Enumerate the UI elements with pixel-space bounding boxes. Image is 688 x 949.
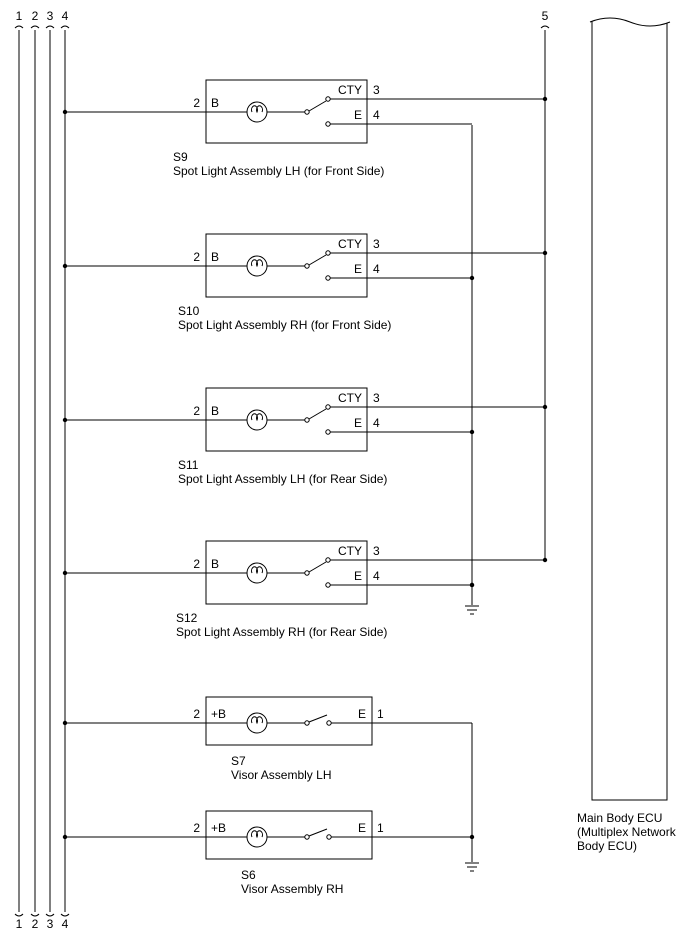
pin-cty-label: CTY — [338, 391, 362, 405]
main-body-ecu: Main Body ECU (Multiplex Network Body EC… — [577, 10, 677, 853]
pin-e-label: E — [354, 569, 362, 583]
lamp-icon — [246, 562, 268, 584]
bus-label-5-top: 5 — [542, 9, 549, 23]
connector-code: S7 — [231, 754, 246, 768]
pin-e-number: 4 — [373, 108, 380, 122]
lamp-icon — [246, 826, 268, 848]
bus-labels-bottom: 1 2 3 4 — [16, 917, 69, 931]
ecu-label-line3: Body ECU) — [577, 839, 637, 853]
ecu-label-line1: Main Body ECU — [577, 811, 662, 825]
pin-e-number: 4 — [373, 416, 380, 430]
component-name: Visor Assembly RH — [241, 882, 343, 896]
pin-b-label: +B — [211, 821, 226, 835]
component-name: Spot Light Assembly LH (for Front Side) — [173, 164, 384, 178]
left-bus-wires — [18, 30, 66, 912]
pin-e-label: E — [358, 707, 366, 721]
pin-b-label: B — [211, 250, 219, 264]
pin-e-label: E — [354, 416, 362, 430]
component-name: Spot Light Assembly RH (for Rear Side) — [176, 625, 387, 639]
pin-e-number: 1 — [377, 707, 384, 721]
pin-b-label: B — [211, 96, 219, 110]
component-name: Spot Light Assembly RH (for Front Side) — [178, 318, 391, 332]
bus-label-4-top: 4 — [62, 9, 69, 23]
pin-b-number: 2 — [193, 404, 200, 418]
pin-b-number: 2 — [193, 707, 200, 721]
pin-b-number: 2 — [193, 96, 200, 110]
pin-b-label: B — [211, 557, 219, 571]
pin-cty-label: CTY — [338, 544, 362, 558]
connector-code: S9 — [173, 150, 188, 164]
pin-e-number: 1 — [377, 821, 384, 835]
pin-b-label: +B — [211, 707, 226, 721]
pin-cty-number: 3 — [373, 237, 380, 251]
pin-b-number: 2 — [193, 557, 200, 571]
pin-e-label: E — [354, 108, 362, 122]
lamp-icon — [246, 255, 268, 277]
bus-label-2-top: 2 — [32, 9, 39, 23]
ground-symbol-2 — [465, 862, 479, 872]
connector-code: S6 — [241, 868, 256, 882]
bus-labels-top: 1 2 3 4 5 — [16, 9, 549, 23]
bus-label-1-bottom: 1 — [16, 917, 23, 931]
connector-code: S10 — [178, 304, 200, 318]
bus-label-1-top: 1 — [16, 9, 23, 23]
bus-label-3-top: 3 — [47, 9, 54, 23]
ecu-label-line2: (Multiplex Network — [577, 825, 677, 839]
lamp-icon — [246, 101, 268, 123]
component-name: Spot Light Assembly LH (for Rear Side) — [178, 472, 387, 486]
pin-e-label: E — [354, 262, 362, 276]
pin-e-number: 4 — [373, 262, 380, 276]
pin-b-label: B — [211, 404, 219, 418]
connector-code: S12 — [176, 611, 198, 625]
bus-label-2-bottom: 2 — [32, 917, 39, 931]
pin-cty-number: 3 — [373, 391, 380, 405]
pin-cty-label: CTY — [338, 83, 362, 97]
pin-e-label: E — [358, 821, 366, 835]
pin-b-number: 2 — [193, 821, 200, 835]
pin-cty-number: 3 — [373, 544, 380, 558]
bus-label-4-bottom: 4 — [62, 917, 69, 931]
bus-break-marks — [14, 25, 550, 917]
pin-cty-label: CTY — [338, 237, 362, 251]
lamp-icon — [246, 409, 268, 431]
bus-label-3-bottom: 3 — [47, 917, 54, 931]
lamp-icon — [246, 712, 268, 734]
component-name: Visor Assembly LH — [231, 768, 331, 782]
pin-b-number: 2 — [193, 250, 200, 264]
ground-symbol-1 — [465, 605, 479, 615]
connector-code: S11 — [178, 458, 199, 472]
pin-e-number: 4 — [373, 569, 380, 583]
pin-cty-number: 3 — [373, 83, 380, 97]
